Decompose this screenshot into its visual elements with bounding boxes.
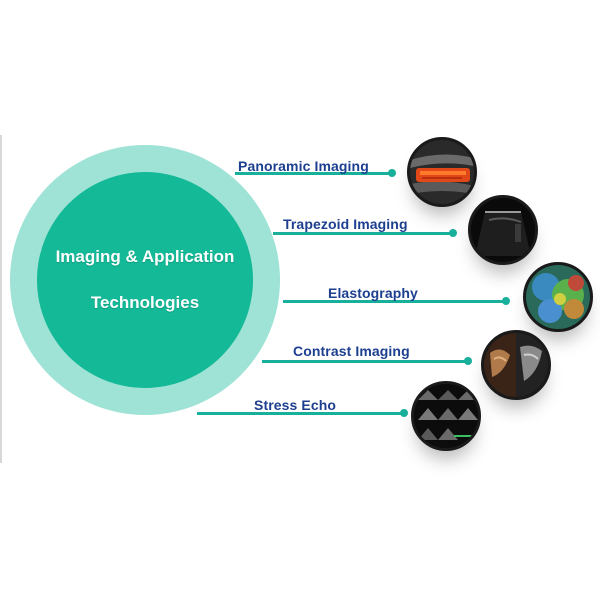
label-panoramic-imaging: Panoramic Imaging (238, 158, 369, 174)
connector-trapezoid (273, 232, 453, 235)
label-trapezoid-imaging: Trapezoid Imaging (283, 216, 408, 232)
connector-panoramic (235, 172, 392, 175)
label-contrast-imaging: Contrast Imaging (293, 343, 410, 359)
connector-contrast (262, 360, 468, 363)
connector-dot-elastography (502, 297, 510, 305)
panoramic-ultrasound-icon (407, 137, 477, 207)
stress-echo-icon (411, 381, 481, 451)
label-elastography: Elastography (328, 285, 418, 301)
connector-dot-trapezoid (449, 229, 457, 237)
contrast-imaging-icon (481, 330, 551, 400)
hub-title: Imaging & Application Technologies (10, 145, 280, 415)
trapezoid-ultrasound-icon (468, 195, 538, 265)
elastography-icon (523, 262, 593, 332)
connector-dot-panoramic (388, 169, 396, 177)
connector-dot-contrast (464, 357, 472, 365)
connector-elastography (283, 300, 506, 303)
hub-title-line-1: Imaging & Application (55, 247, 235, 266)
connector-stress-echo (197, 412, 404, 415)
label-stress-echo: Stress Echo (254, 397, 337, 413)
hub-inner-circle (37, 172, 253, 388)
connector-dot-stress-echo (400, 409, 408, 417)
frame-edge-line (0, 135, 2, 463)
hub-title-line-2: Technologies (90, 293, 200, 312)
